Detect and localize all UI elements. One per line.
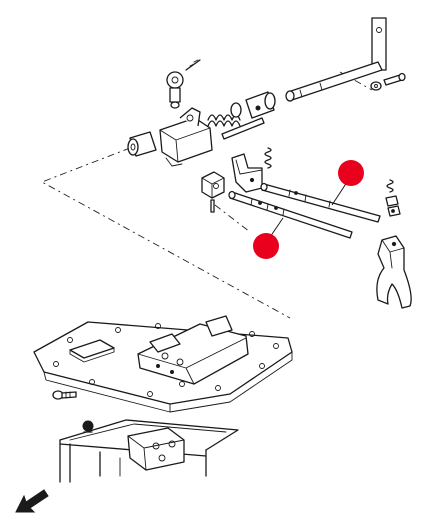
callout-markers (253, 160, 364, 259)
lock-nut-set (385, 179, 401, 217)
ball-joint-rod-end (166, 59, 201, 109)
shift-bracket-shaft (285, 17, 387, 102)
pivot-housing (159, 107, 213, 167)
shift-fork (376, 235, 412, 309)
detent-spring (264, 147, 272, 169)
bolt-and-washer (370, 72, 406, 91)
lower-shift-rod (228, 190, 353, 239)
cylindrical-bush (127, 131, 157, 157)
interlock-block (201, 171, 225, 213)
upper-shift-rod (260, 182, 381, 223)
front-direction-arrow-icon (15, 489, 49, 513)
selector-block (231, 153, 263, 193)
gearbox-cover-plate (33, 315, 293, 413)
cover-bolt (52, 390, 77, 400)
cover-bolt-holes (53, 323, 279, 397)
spring-and-bush (207, 91, 276, 127)
pin-rod (221, 117, 265, 140)
transmission-housing (59, 419, 239, 483)
marker-lower-rod (253, 233, 279, 259)
marker-upper-rod (338, 160, 364, 186)
